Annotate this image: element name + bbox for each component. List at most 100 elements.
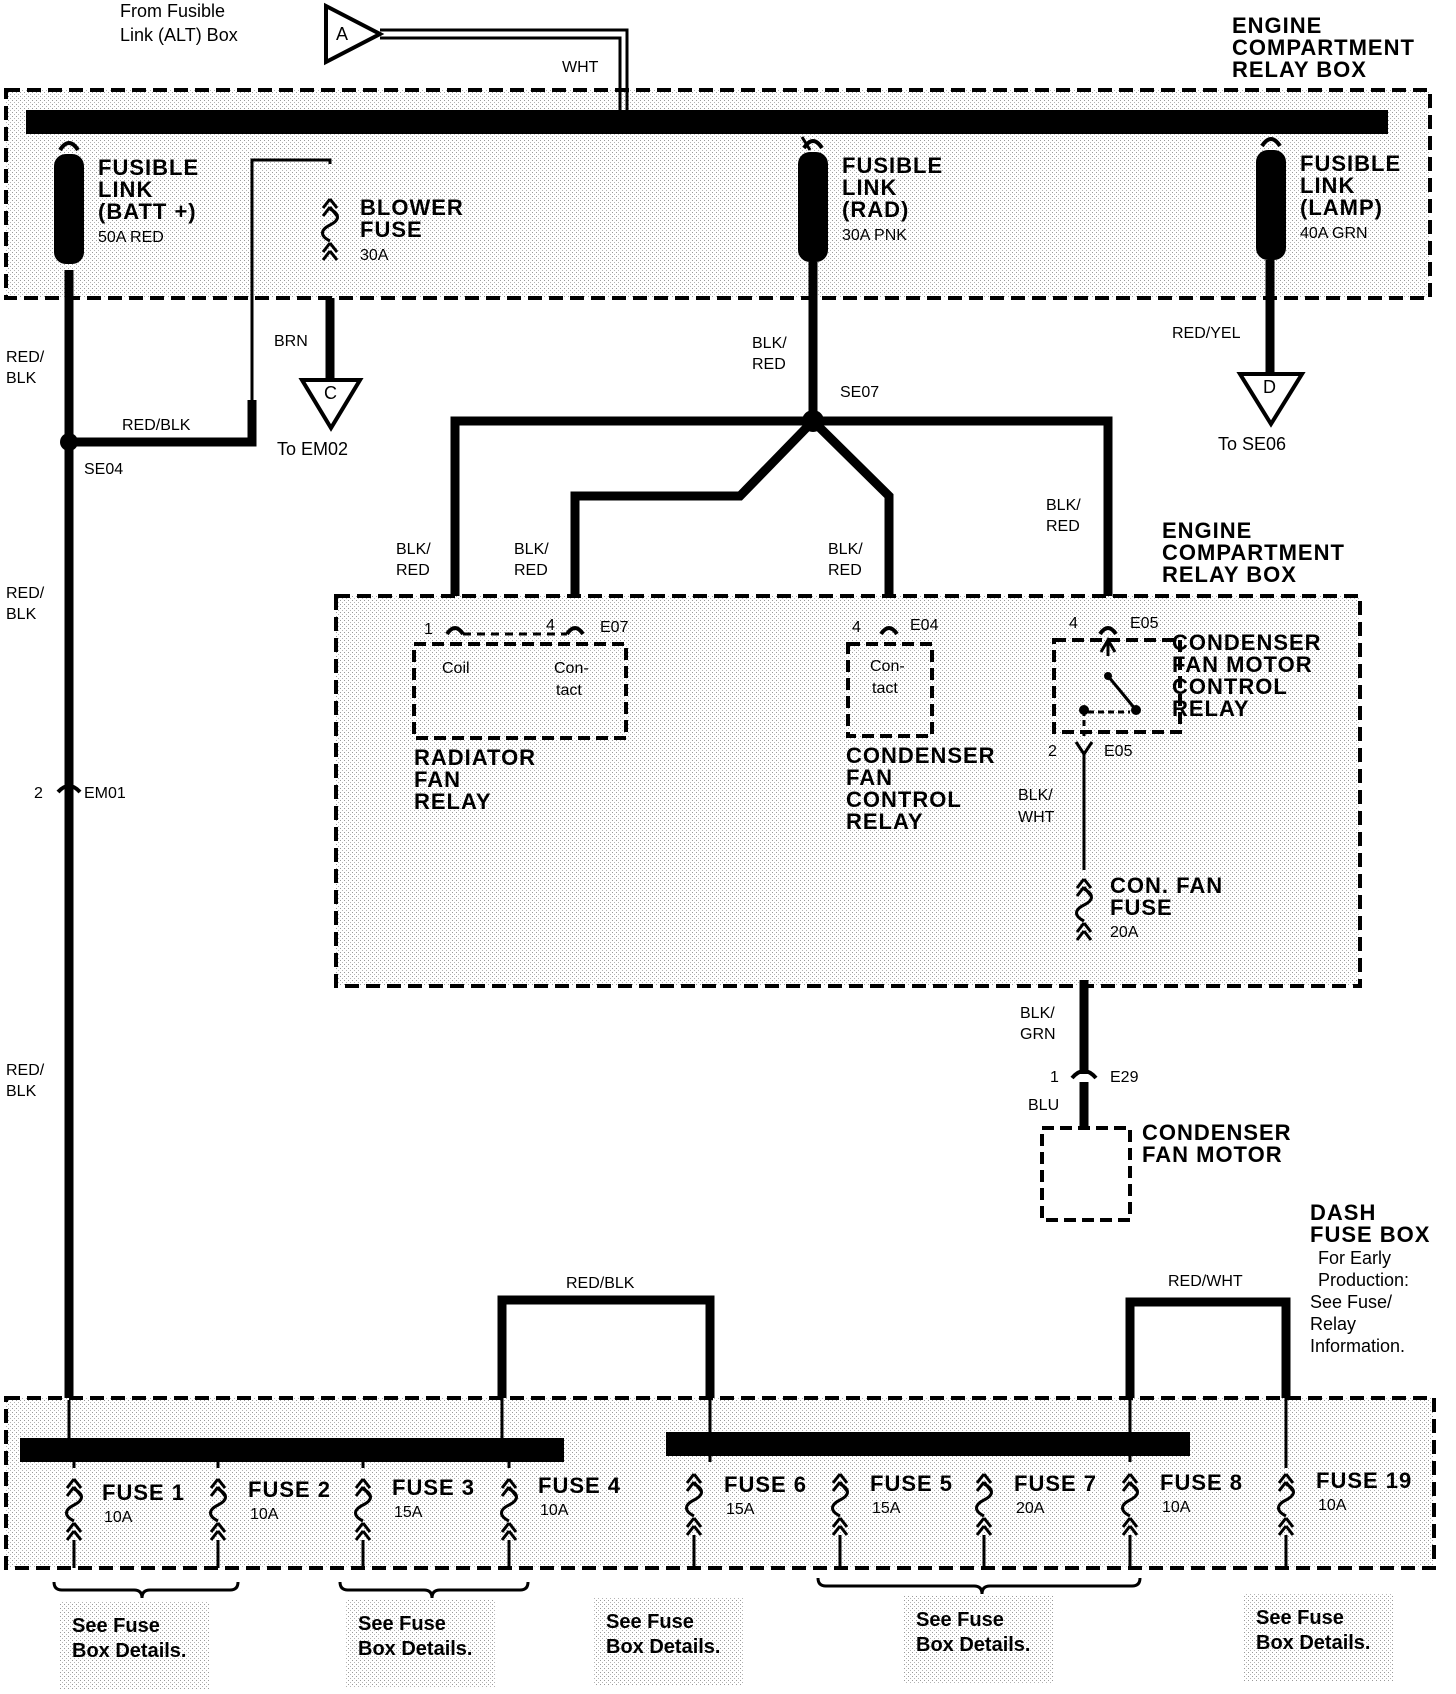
fuse-3-rating: 15A [394, 1504, 423, 1521]
e07-pin-4: 4 [546, 617, 555, 634]
fuse-5-rating: 15A [872, 1500, 901, 1517]
branch-label-1b: RED [396, 562, 430, 579]
blk-wht-label-2: WHT [1018, 809, 1055, 826]
radiator-fan-relay [412, 642, 628, 740]
radiator-relay-coil: Coil [442, 660, 470, 677]
dash-fuse-box [4, 1396, 1436, 1570]
condenser-relay-name-3: CONTROL [846, 787, 962, 812]
connector-c-dest: To EM02 [277, 439, 348, 459]
fuse-7-rating: 20A [1016, 1500, 1045, 1517]
e05-label-top: E05 [1130, 615, 1159, 632]
blower-fuse-rating: 30A [360, 247, 389, 264]
em01-connector-symbol [56, 784, 82, 794]
fuse-3-name: FUSE 3 [392, 1475, 475, 1500]
radiator-relay-name-3: RELAY [414, 789, 492, 814]
see-details-4b: Box Details. [916, 1634, 1030, 1656]
blower-fuse-name-2: FUSE [360, 217, 423, 242]
radiator-relay-name-2: FAN [414, 767, 461, 792]
relay-box-top-title-2: COMPARTMENT [1232, 35, 1415, 60]
fusible-lamp-name-1: FUSIBLE [1300, 151, 1401, 176]
branch-wire-contact [570, 417, 817, 632]
e05-pin-4: 4 [1069, 615, 1078, 632]
condenser-relay-name-4: RELAY [846, 809, 924, 834]
fuse-19-rating: 10A [1318, 1497, 1347, 1514]
condenser-relay-name-1: CONDENSER [846, 743, 996, 768]
wht-wire-a [380, 28, 629, 110]
left-wire-label-3a: RED/ [6, 1062, 45, 1079]
condenser-motor-name-1: CONDENSER [1142, 1120, 1292, 1145]
fuse-4-name: FUSE 4 [538, 1473, 621, 1498]
see-details-2a: See Fuse [358, 1613, 446, 1635]
e07-pin-1: 1 [424, 621, 433, 638]
connector-c-letter: C [324, 383, 337, 403]
splice-se07-label: SE07 [840, 384, 879, 401]
e04-label: E04 [910, 617, 939, 634]
fuse-19-name: FUSE 19 [1316, 1468, 1412, 1493]
dash-box-note-4: Relay [1310, 1314, 1356, 1334]
e29-label: E29 [1110, 1069, 1139, 1086]
con-fan-fuse-name-2: FUSE [1110, 895, 1173, 920]
see-details-1a: See Fuse [72, 1615, 160, 1637]
condenser-relay-contact-1: Con- [870, 658, 905, 675]
motor-relay-arrow-up [1099, 637, 1117, 656]
relay-box-top-title-3: RELAY BOX [1232, 57, 1367, 82]
radiator-relay-contact-1: Con- [554, 660, 589, 677]
fuse-2-name: FUSE 2 [248, 1477, 331, 1502]
relay-box-top-title-1: ENGINE [1232, 13, 1322, 38]
fusible-rad-name-2: LINK [842, 175, 897, 200]
fuse-1-name: FUSE 1 [102, 1480, 185, 1505]
motor-relay-name-1: CONDENSER [1172, 630, 1322, 655]
see-details-3a: See Fuse [606, 1611, 694, 1633]
see-details-4a: See Fuse [916, 1609, 1004, 1631]
e04-pin-4: 4 [852, 619, 861, 636]
see-details-bg-2 [346, 1600, 496, 1688]
left-wire-label-3b: BLK [6, 1083, 37, 1100]
fuse-5-name: FUSE 5 [870, 1471, 953, 1496]
motor-relay-name-4: RELAY [1172, 696, 1250, 721]
fuse-1-rating: 10A [104, 1509, 133, 1526]
fusible-lamp-name-3: (LAMP) [1300, 195, 1383, 220]
condenser-relay-contact-2: tact [872, 680, 898, 697]
condenser-motor-name-2: FAN MOTOR [1142, 1142, 1283, 1167]
a-from-label: From Fusible [120, 1, 225, 21]
blk-grn-label-2: GRN [1020, 1026, 1056, 1043]
fusible-rad-name-3: (RAD) [842, 197, 909, 222]
left-wire-label-2b: BLK [6, 606, 37, 623]
fusible-batt-name-1: FUSIBLE [98, 155, 199, 180]
left-wire-label-2a: RED/ [6, 585, 45, 602]
connector-d-dest: To SE06 [1218, 434, 1286, 454]
fusible-rad-name-1: FUSIBLE [842, 153, 943, 178]
branch-label-2b: RED [514, 562, 548, 579]
dash-box-note-5: Information. [1310, 1336, 1405, 1356]
e07-label: E07 [600, 619, 629, 636]
connector-d-triangle [1236, 372, 1306, 428]
left-wire-label-1b: BLK [6, 370, 37, 387]
fuse-4-rating: 10A [540, 1502, 569, 1519]
em01-label: EM01 [84, 785, 126, 802]
red-blk-loop-wire [250, 158, 332, 400]
fuse-symbols [65, 1462, 1295, 1568]
relay-connector-tips [445, 626, 1118, 636]
con-fan-fuse-rating: 20A [1110, 924, 1139, 941]
see-details-bg-4 [904, 1596, 1054, 1684]
fuse-2-rating: 10A [250, 1506, 279, 1523]
branch-label-4a: BLK/ [1046, 497, 1081, 514]
branch-label-4b: RED [1046, 518, 1080, 535]
red-wht-jumper-label: RED/WHT [1168, 1273, 1243, 1290]
see-details-5b: Box Details. [1256, 1632, 1370, 1654]
connector-a-triangle [324, 2, 385, 66]
fusible-lamp-rating: 40A GRN [1300, 225, 1368, 242]
fusible-batt-rating: 50A RED [98, 229, 164, 246]
dash-box-title-1: DASH [1310, 1200, 1376, 1225]
group-brackets [52, 1577, 1142, 1599]
branch-wire-coil [450, 416, 813, 632]
dash-box-note-1: For Early [1318, 1248, 1391, 1268]
fusible-link-lamp [1256, 150, 1286, 260]
branch-wire-motor-relay [813, 416, 1113, 632]
branch-label-3b: RED [828, 562, 862, 579]
condenser-fan-motor-control-relay [1052, 638, 1182, 734]
dash-box-note-2: Production: [1318, 1270, 1409, 1290]
blower-fuse-name-1: BLOWER [360, 195, 464, 220]
fuse-7-name: FUSE 7 [1014, 1471, 1097, 1496]
